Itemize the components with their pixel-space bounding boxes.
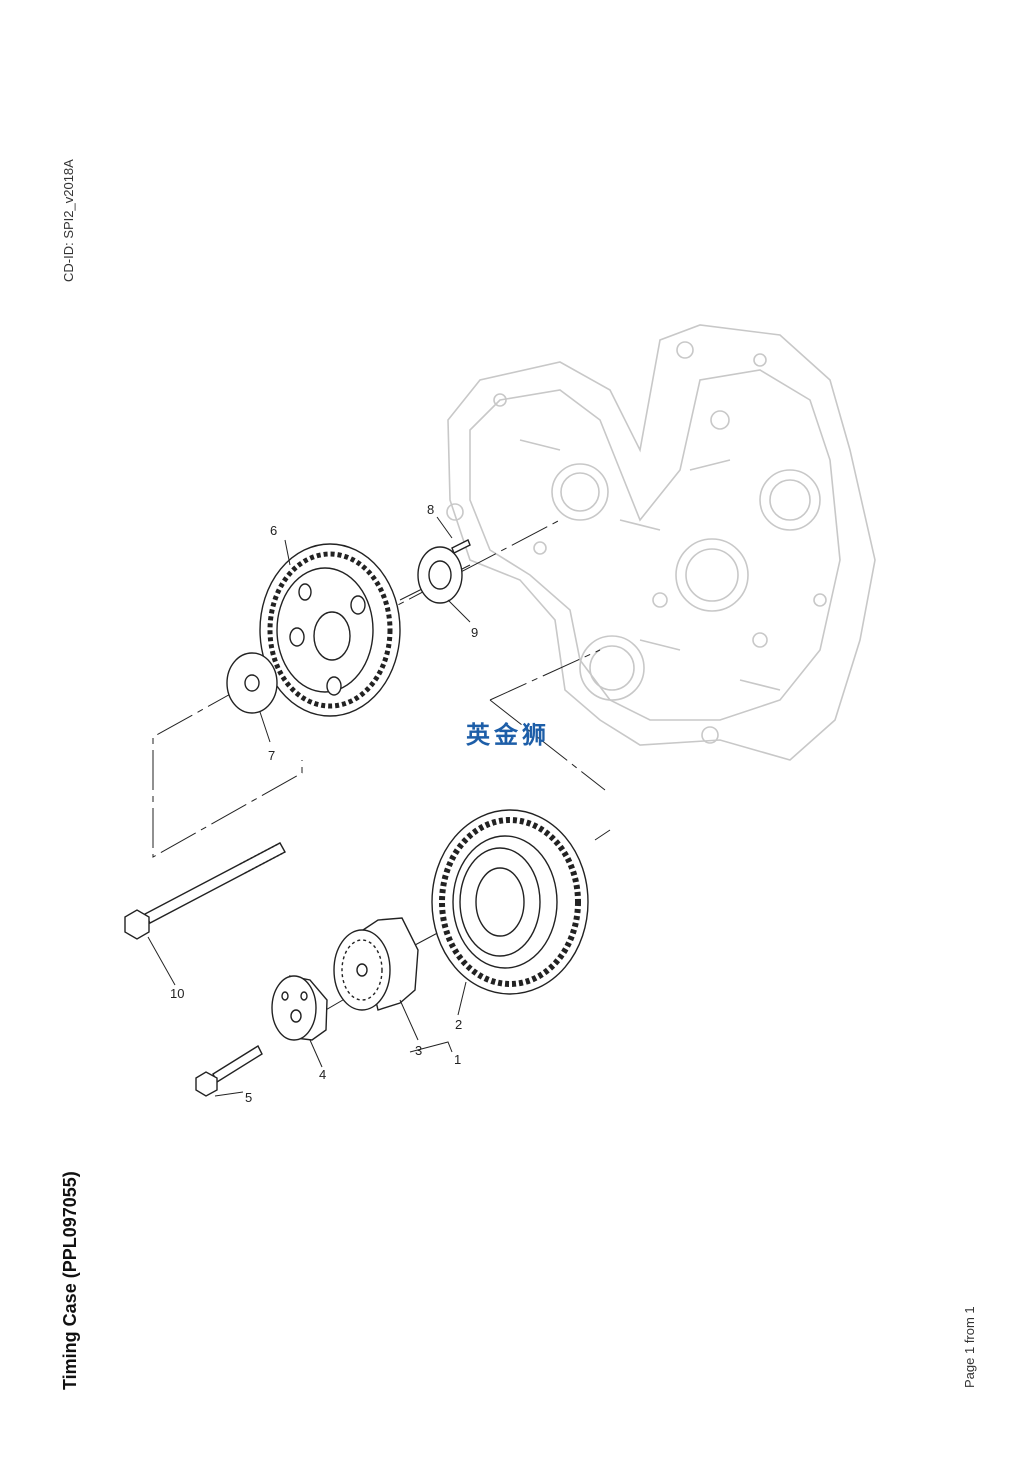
callout-numbers: 1 2 3 4 5 6 7 8 9 10 bbox=[170, 502, 478, 1105]
callout-4: 4 bbox=[319, 1067, 326, 1082]
callout-leaders bbox=[147, 516, 471, 1097]
watermark-logo: 英金狮 bbox=[466, 721, 550, 749]
callout-3: 3 bbox=[415, 1043, 422, 1058]
callout-8: 8 bbox=[427, 502, 434, 517]
timing-case-housing bbox=[446, 324, 876, 761]
cover-plate-part-4 bbox=[271, 975, 328, 1041]
short-bolt-part-5 bbox=[195, 1044, 263, 1097]
pin-part-8 bbox=[451, 539, 471, 554]
washer-part-7 bbox=[226, 652, 278, 714]
callout-5: 5 bbox=[245, 1090, 252, 1105]
thrust-plate-part-9 bbox=[417, 546, 463, 604]
callout-2: 2 bbox=[455, 1017, 462, 1032]
callout-1: 1 bbox=[454, 1052, 461, 1067]
callout-6: 6 bbox=[270, 523, 277, 538]
hub-part-3 bbox=[333, 917, 419, 1011]
crank-gear-part-2 bbox=[431, 809, 589, 995]
callout-9: 9 bbox=[471, 625, 478, 640]
gear-part-6 bbox=[259, 543, 401, 717]
callout-10: 10 bbox=[170, 986, 184, 1001]
long-bolt-part-10 bbox=[124, 842, 286, 940]
callout-7: 7 bbox=[268, 748, 275, 763]
